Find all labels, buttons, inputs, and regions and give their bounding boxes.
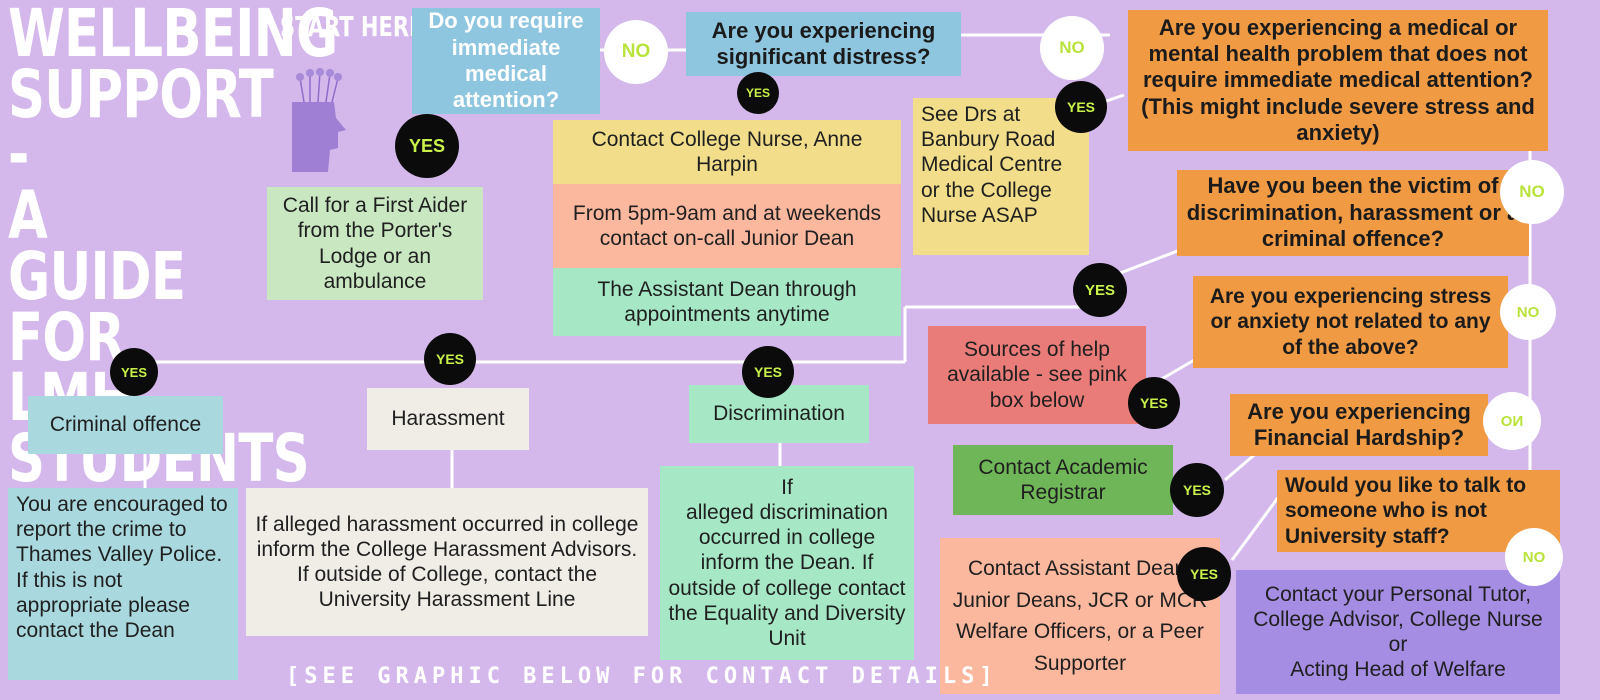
academic-registrar-box: Contact Academic Registrar [953,445,1173,515]
yes-circle-victim: YES [1073,263,1127,317]
head-flowers-icon [292,68,346,172]
first-aider-box: Call for a First Aider from the Porter's… [267,187,483,300]
no-circle-medical: NO [604,20,668,84]
discrimination-detail: If alleged discrimination occurred in co… [660,466,914,660]
question-financial-hardship: Are you experiencing Financial Hardship? [1230,394,1488,456]
banbury-road-box: See Drs at Banbury Road Medical Centre o… [913,98,1089,255]
discrimination-box: Discrimination [689,385,869,443]
contact-details-footer: [SEE GRAPHIC BELOW FOR CONTACT DETAILS] [286,664,998,689]
no-circle-stress: NO [1483,392,1541,450]
criminal-offence-box: Criminal offence [28,396,223,454]
question-immediate-medical: Do you require immediate medical attenti… [412,8,600,114]
yes-circle-harassment: YES [424,333,476,385]
yes-circle-health-problem: YES [1055,81,1107,133]
question-talk-non-staff: Would you like to talk to someone who is… [1277,470,1560,552]
no-circle-health-problem: NO [1500,160,1564,224]
question-medical-mental-health: Are you experiencing a medical or mental… [1128,10,1548,151]
assistant-dean-box: The Assistant Dean through appointments … [553,268,901,336]
criminal-offence-detail: You are encouraged to report the crime t… [8,488,238,680]
welfare-officers-box: Contact Assistant Dean, Junior Deans, JC… [940,538,1220,694]
yes-circle-discrimination: YES [742,346,794,398]
no-circle-distress: NO [1040,16,1104,80]
no-circle-victim: NO [1500,284,1556,340]
start-here-label: START HERE: [280,10,432,43]
college-nurse-box: Contact College Nurse, Anne Harpin [553,120,901,184]
yes-circle-medical: YES [395,114,459,178]
junior-dean-box: From 5pm-9am and at weekends contact on-… [553,184,901,268]
yes-circle-financial: YES [1170,463,1224,517]
yes-circle-criminal: YES [110,348,158,396]
yes-circle-distress: YES [737,72,779,114]
harassment-box: Harassment [367,388,529,450]
yes-circle-talk: YES [1177,547,1231,601]
no-circle-talk: NO [1505,528,1563,586]
sources-of-help-box: Sources of help available - see pink box… [928,326,1146,424]
question-significant-distress: Are you experiencing significant distres… [686,12,961,76]
harassment-detail: If alleged harassment occurred in colleg… [246,488,648,636]
question-victim-discrimination: Have you been the victim of discriminati… [1177,170,1529,256]
personal-tutor-box: Contact your Personal Tutor, College Adv… [1236,570,1560,694]
question-stress-anxiety: Are you experiencing stress or anxiety n… [1193,276,1508,368]
yes-circle-stress: YES [1128,377,1180,429]
